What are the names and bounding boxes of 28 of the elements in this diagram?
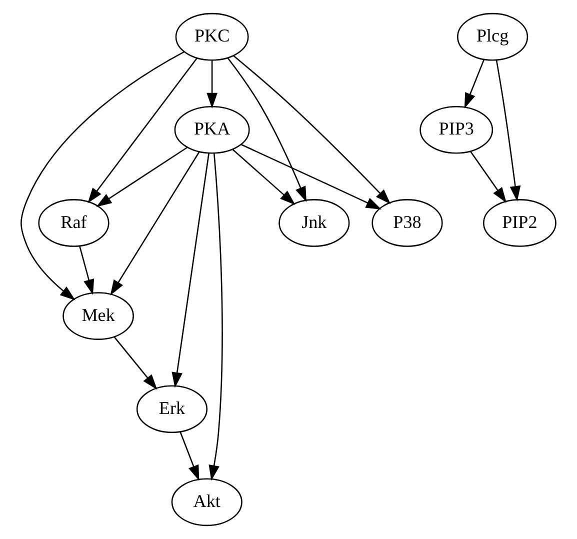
node-ellipse: Raf [38, 199, 110, 247]
arrow [206, 60, 218, 108]
arrow [172, 153, 210, 388]
node-ellipse: Plcg [457, 12, 528, 61]
node-ellipse: PIP3 [420, 106, 494, 154]
node-ellipse: P38 [372, 199, 443, 247]
arrow [464, 59, 485, 108]
node-ellipse: PKC [175, 12, 249, 61]
arrow [232, 149, 296, 205]
node-ellipse: Erk [136, 385, 208, 434]
arrow [180, 432, 200, 481]
arrow [20, 51, 184, 300]
arrow [110, 152, 200, 296]
arrow [240, 144, 382, 210]
arrow [470, 151, 507, 203]
arrow [208, 153, 223, 481]
arrow [79, 246, 94, 295]
node-ellipse: PIP2 [482, 199, 556, 247]
arrow [96, 146, 188, 208]
node-ellipse: Akt [171, 478, 242, 526]
node-ellipse: Jnk [278, 199, 350, 247]
arrow [233, 55, 391, 204]
arrow [227, 57, 306, 202]
node-ellipse: Mek [62, 292, 134, 340]
arrow [496, 60, 521, 202]
arrow [88, 58, 198, 204]
arrow [114, 336, 158, 390]
node-ellipse: PKA [174, 106, 250, 154]
